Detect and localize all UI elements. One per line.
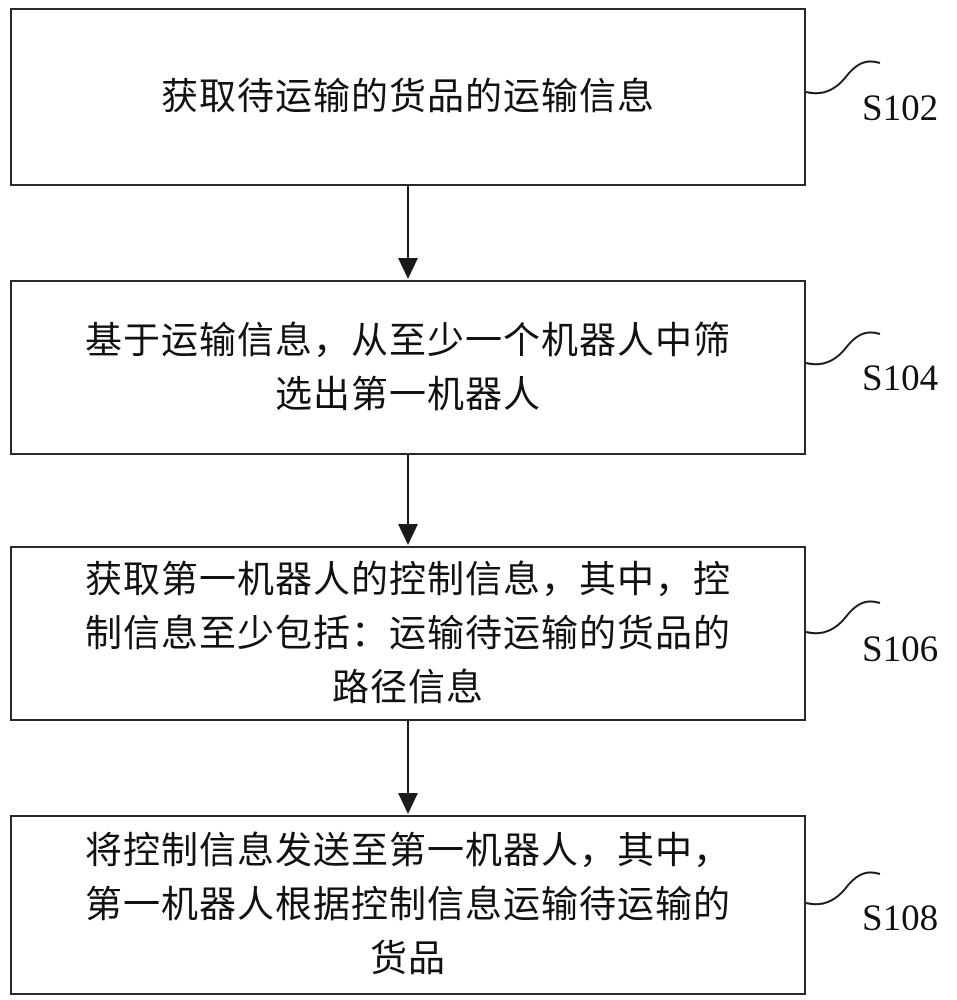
- step-box-s108: 将控制信息发送至第一机器人，其中， 第一机器人根据控制信息运输待运输的 货品: [10, 815, 806, 995]
- step-label-s104: S104: [862, 358, 939, 399]
- step-text-s106: 获取第一机器人的控制信息，其中，控 制信息至少包括：运输待运输的货品的 路径信息: [85, 557, 731, 709]
- arrowhead-icon: [398, 793, 418, 814]
- step-label-s108: S108: [862, 898, 939, 939]
- step-label-s106: S106: [862, 629, 939, 670]
- label-leader-s108: [805, 871, 881, 906]
- label-leader-s102: [805, 60, 881, 95]
- step-box-s106: 获取第一机器人的控制信息，其中，控 制信息至少包括：运输待运输的货品的 路径信息: [10, 546, 806, 721]
- arrowhead-icon: [398, 258, 418, 279]
- step-text-s102: 获取待运输的货品的运输信息: [161, 75, 655, 118]
- label-leader-s106: [805, 600, 881, 635]
- label-leader-s104: [805, 331, 881, 366]
- step-box-s102: 获取待运输的货品的运输信息: [10, 8, 806, 186]
- step-label-s102: S102: [862, 88, 939, 129]
- arrowhead-icon: [398, 524, 418, 545]
- step-box-s104: 基于运输信息，从至少一个机器人中筛 选出第一机器人: [10, 280, 806, 455]
- step-text-s104: 基于运输信息，从至少一个机器人中筛 选出第一机器人: [85, 318, 731, 416]
- step-text-s108: 将控制信息发送至第一机器人，其中， 第一机器人根据控制信息运输待运输的 货品: [85, 829, 731, 980]
